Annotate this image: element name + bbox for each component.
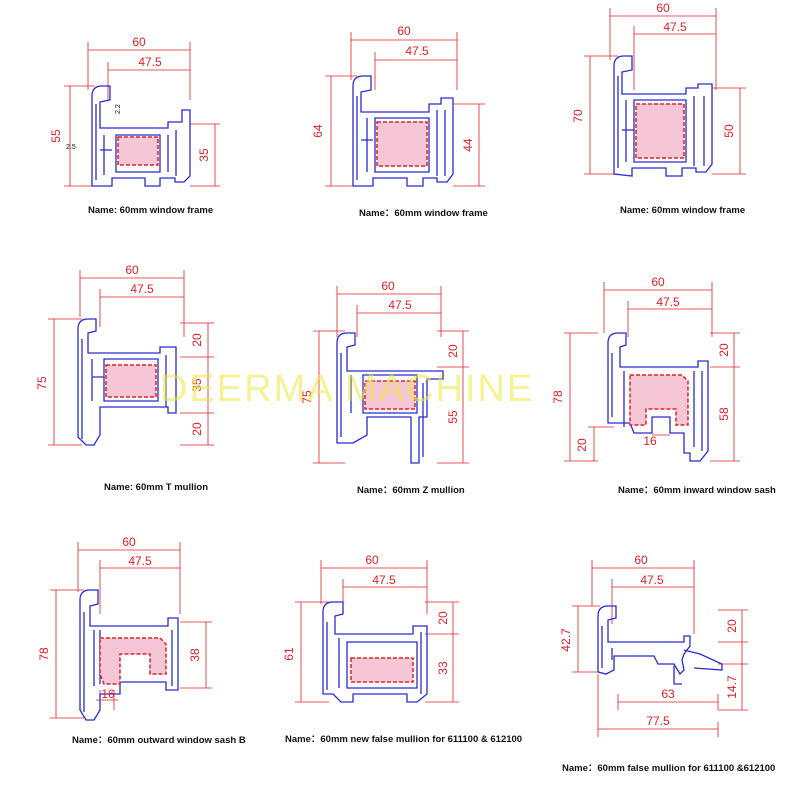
dim-60: 60: [365, 553, 379, 567]
dim-61: 61: [282, 647, 296, 661]
dim-55: 55: [446, 410, 460, 424]
dim-47-5: 47.5: [663, 20, 687, 34]
dim-55: 55: [49, 129, 63, 143]
dim-47-5: 47.5: [656, 295, 680, 309]
profile-caption: Name：60mm new false mullion for 611100 &…: [285, 734, 523, 745]
dim-20-bottom: 20: [190, 422, 204, 436]
profile-caption: Name：60mm window frame: [359, 208, 488, 219]
dim-14-7: 14.7: [725, 675, 739, 699]
dim-77-5: 77.5: [646, 714, 670, 728]
profile-caption: Name：60mm false mullion for 611100 &6121…: [562, 763, 776, 774]
dim-16: 16: [643, 434, 657, 448]
dim-60: 60: [381, 279, 395, 293]
dim-20-bottom: 20: [575, 438, 589, 452]
dim-60: 60: [651, 275, 665, 289]
dim-75: 75: [300, 390, 314, 404]
dim-35: 35: [190, 378, 204, 392]
dim-47-5: 47.5: [372, 573, 396, 587]
profile-window-frame-3: 60 47.5 70 50 Name: 60mm window frame: [534, 0, 800, 266]
dim-20: 20: [436, 611, 450, 625]
profile-drawing: 60 47.5 64 44: [311, 24, 485, 187]
profile-drawing: 60 47.5 42.7 20 63 77.5 14.7: [559, 553, 748, 737]
dim-47-5: 47.5: [405, 44, 429, 58]
dim-42-7: 42.7: [559, 628, 573, 652]
dim-33: 33: [436, 661, 450, 675]
dim-2-2: 2.2: [115, 104, 122, 114]
profile-z-mullion: 60 47.5 75 20 55 Name：60mm Z mullion: [267, 267, 533, 533]
dim-20: 20: [446, 344, 460, 358]
dim-60: 60: [132, 35, 146, 49]
profile-drawing: 60 47.5 70 50: [571, 1, 746, 177]
dim-75: 75: [35, 376, 49, 390]
profile-inward-window-sash: 60 47.5 78 20 58 20 16 Name：60mm inward …: [534, 267, 800, 533]
dim-20-top: 20: [717, 343, 731, 357]
dim-70: 70: [571, 109, 585, 123]
profile-caption: Name：60mm Z mullion: [357, 485, 465, 496]
dim-44: 44: [461, 138, 475, 152]
dim-64: 64: [311, 124, 325, 138]
dim-60: 60: [634, 553, 648, 567]
profile-caption: Name: 60mm window frame: [88, 205, 214, 216]
dim-47-5: 47.5: [138, 55, 162, 69]
dim-47-5: 47.5: [130, 282, 154, 296]
dim-60: 60: [122, 535, 136, 549]
profile-false-mullion: 60 47.5 42.7 20 63 77.5 14.7 Name：60mm f…: [534, 534, 800, 800]
profile-outward-window-sash-b: 60 47.5 78 38 16 Name：60mm outward windo…: [0, 534, 266, 800]
profile-drawing: 60 47.5 78 20 58 20 16: [551, 275, 740, 462]
dim-47-5: 47.5: [640, 573, 664, 587]
dim-35: 35: [197, 148, 211, 162]
profile-caption: Name：60mm inward window sash: [618, 485, 776, 496]
dim-78: 78: [551, 390, 565, 404]
dim-78: 78: [37, 647, 51, 661]
profile-drawing: 60 47.5 61 20 33: [282, 553, 459, 703]
dim-58: 58: [717, 407, 731, 421]
dim-38: 38: [188, 648, 202, 662]
dim-50: 50: [722, 124, 736, 138]
profile-drawing: 60 47.5 75 20 55: [300, 279, 469, 464]
profile-window-frame-1: 60 47.5 55 35 2.2 2.5 Name: 60mm window …: [0, 0, 266, 266]
profile-new-false-mullion: 60 47.5 61 20 33 Name：60mm new false mul…: [267, 534, 533, 800]
profile-drawing: 60 47.5 78 38 16: [37, 535, 212, 721]
profile-drawing: 60 47.5 75 20 35 20: [35, 263, 214, 446]
dim-60: 60: [656, 1, 670, 15]
profile-caption: Name：60mm outward window sash B: [72, 735, 246, 746]
dim-2-5: 2.5: [66, 144, 76, 151]
profile-caption: Name: 60mm window frame: [620, 205, 746, 216]
profile-caption: Name: 60mm T mullion: [104, 482, 208, 493]
dim-60: 60: [125, 263, 139, 277]
dim-60: 60: [397, 24, 411, 38]
profile-drawing: 60 47.5 55 35 2.2 2.5: [49, 35, 220, 187]
dim-20-top: 20: [190, 333, 204, 347]
dim-47-5: 47.5: [388, 298, 412, 312]
watermark: DEERMA MACHINE: [160, 368, 535, 410]
dim-16: 16: [101, 687, 115, 701]
profile-t-mullion: 60 47.5 75 20 35 20 Name: 60mm T mullion: [0, 263, 266, 533]
dim-63: 63: [661, 687, 675, 701]
profile-window-frame-2: 60 47.5 64 44 Name：60mm window frame: [267, 0, 533, 266]
dim-47-5: 47.5: [128, 554, 152, 568]
dim-20: 20: [725, 619, 739, 633]
